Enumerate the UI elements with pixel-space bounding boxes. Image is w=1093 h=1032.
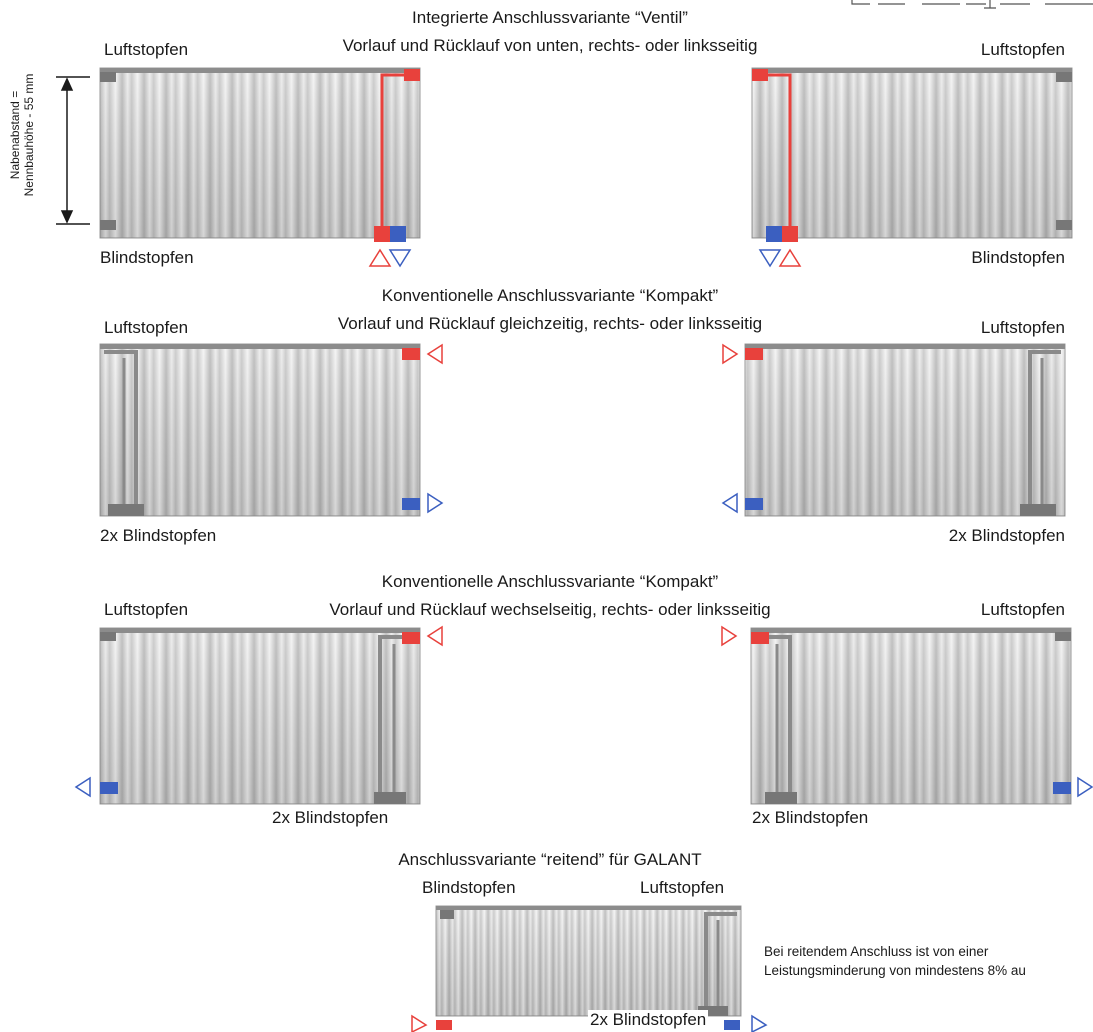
flow-arrow-up-right — [778, 248, 802, 267]
radiator-4-galant — [435, 905, 742, 1030]
return-arrow-left-2r — [721, 492, 738, 514]
radiator-2-left — [99, 343, 421, 517]
dimension-label-line1: Nabenabstand = — [8, 90, 22, 180]
dimension-arrow — [56, 76, 90, 225]
section4-title: Anschlussvariante “reitend” für GALANT — [398, 850, 702, 869]
s2-left-top-label: Luftstopfen — [104, 318, 189, 337]
return-arrow-down-right — [758, 249, 782, 268]
s4-top-right-label: Luftstopfen — [640, 878, 725, 897]
s4-note-line2: Leistungsminderung von mindestens 8% au — [764, 963, 1026, 978]
s4-note-line1: Bei reitendem Anschluss ist von einer — [764, 944, 989, 959]
s3-left-top-label: Luftstopfen — [104, 600, 189, 619]
section3-subtitle: Vorlauf und Rücklauf wechselseitig, rech… — [329, 600, 771, 619]
section2-subtitle: Vorlauf und Rücklauf gleichzeitig, recht… — [337, 314, 763, 333]
s1-right-bottom-label: Blindstopfen — [971, 248, 1065, 267]
return-arrow-left-3l — [74, 776, 91, 798]
flow-arrow-up — [368, 248, 392, 267]
s1-right-top-label: Luftstopfen — [980, 40, 1065, 59]
section1-subtitle: Vorlauf und Rücklauf von unten, rechts- … — [342, 36, 758, 55]
return-arrow-right-3r — [1077, 776, 1093, 798]
flow-valve — [374, 226, 390, 242]
air-plug — [100, 72, 116, 82]
return-arrow-down — [388, 249, 412, 268]
radiator-3-right — [750, 627, 1072, 805]
flow-arrow-right-4 — [411, 1014, 428, 1032]
s1-left-bottom-label: Blindstopfen — [100, 248, 194, 267]
s4-top-left-label: Blindstopfen — [422, 878, 516, 897]
flow-connector — [404, 69, 420, 81]
flow-arrow-left-3l — [426, 625, 443, 647]
s4-bottom-label: 2x Blindstopfen — [588, 1010, 709, 1030]
section1-title: Integrierte Anschlussvariante “Ventil” — [412, 8, 688, 27]
s2-left-bottom-label: 2x Blindstopfen — [100, 526, 217, 545]
return-arrow-right-4 — [751, 1014, 768, 1032]
blind-plug — [100, 220, 116, 230]
radiator-1-right — [751, 67, 1073, 242]
dimension-label-line2: Nennbauhöhe - 55 mm — [22, 73, 36, 197]
return-arrow-right-2l — [427, 492, 444, 514]
s3-left-bottom-label: 2x Blindstopfen — [272, 808, 389, 827]
s1-left-top-label: Luftstopfen — [104, 40, 189, 59]
section3-title: Konventionelle Anschlussvariante “Kompak… — [381, 572, 719, 591]
radiator-1-left — [99, 67, 421, 242]
dimension-label: Nabenabstand = Nennbauhöhe - 55 mm — [8, 60, 36, 210]
s3-right-top-label: Luftstopfen — [980, 600, 1065, 619]
flow-arrow-left-2l — [426, 343, 443, 365]
s2-right-top-label: Luftstopfen — [980, 318, 1065, 337]
top-right-fragment — [851, 0, 1093, 9]
return-valve — [390, 226, 406, 242]
s2-right-bottom-label: 2x Blindstopfen — [948, 526, 1065, 545]
section2-title: Konventionelle Anschlussvariante “Kompak… — [381, 286, 719, 305]
s3-right-bottom-label: 2x Blindstopfen — [752, 808, 869, 827]
radiator-3-left — [99, 627, 421, 805]
flow-arrow-right-3r — [721, 625, 738, 647]
flow-arrow-right-2r — [722, 343, 739, 365]
radiator-2-right — [744, 343, 1066, 517]
